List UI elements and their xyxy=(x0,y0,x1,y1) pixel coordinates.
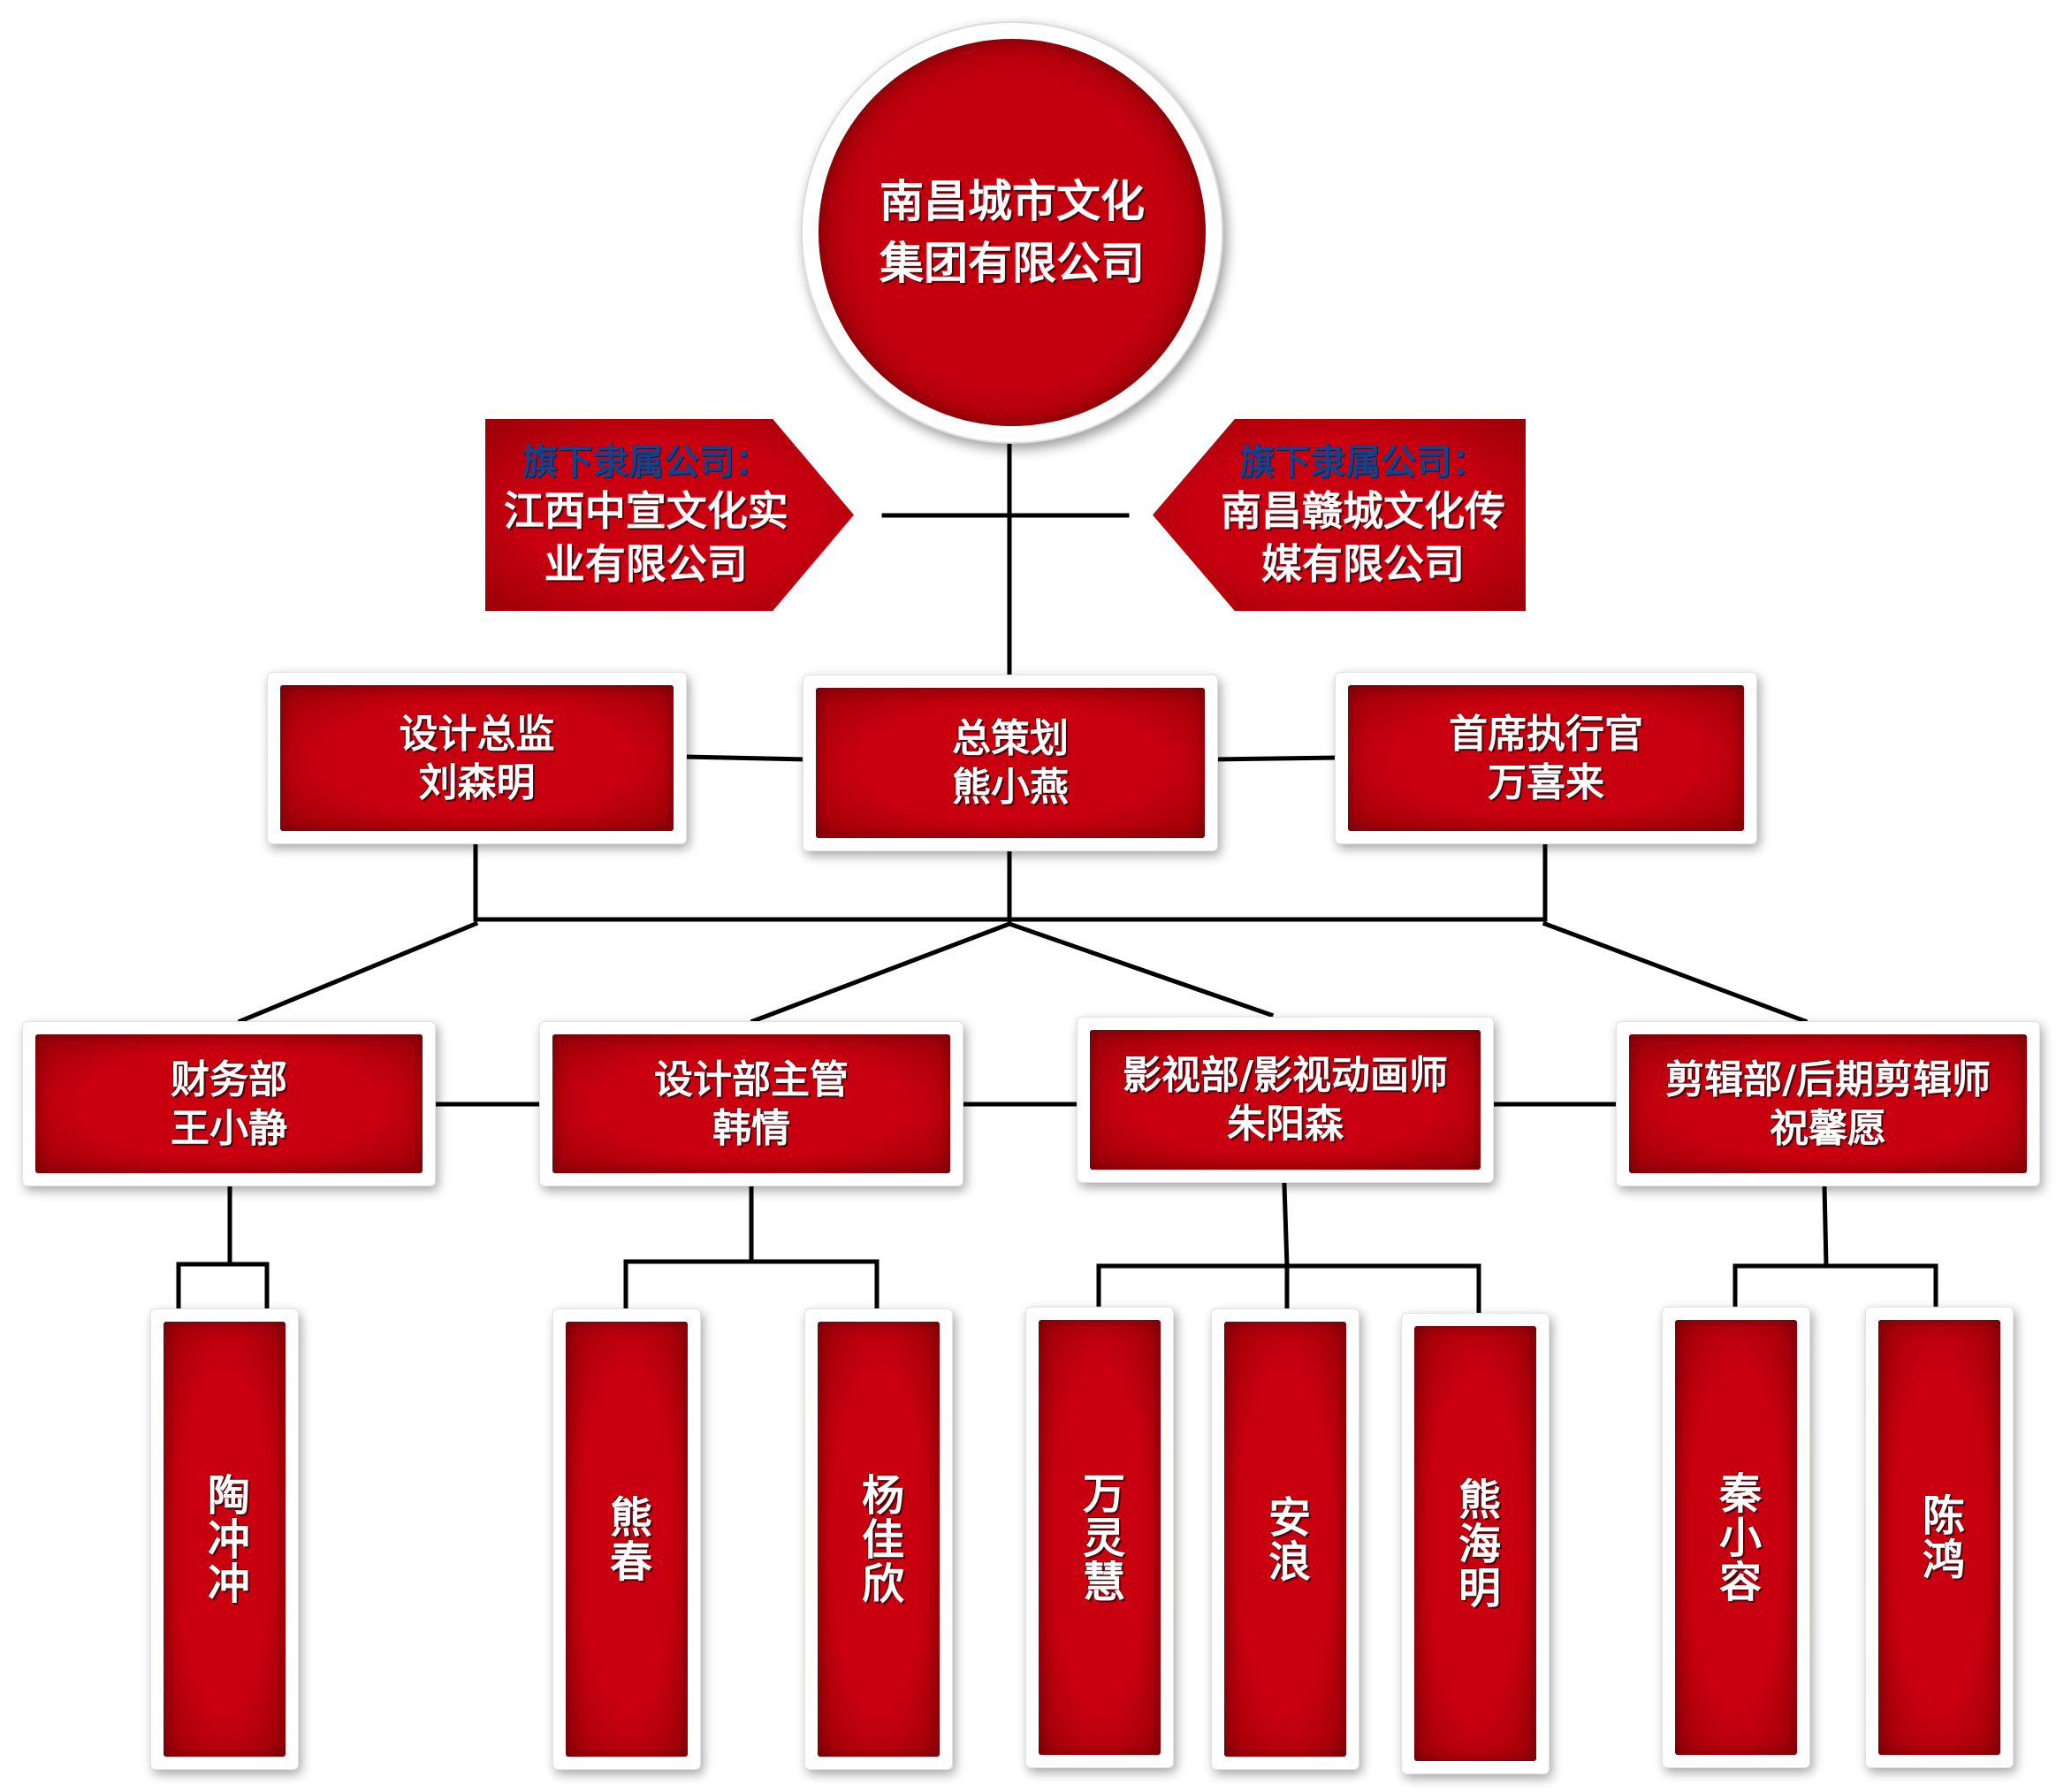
member-node: 杨佳欣 xyxy=(804,1308,953,1770)
subsidiary-right-line-1: 南昌赣城文化传 xyxy=(1221,486,1505,535)
connector-design-director xyxy=(682,754,807,762)
department-node-film: 影视部/影视动画师 朱阳森 xyxy=(1077,1017,1494,1183)
member-node: 陶冲冲 xyxy=(150,1308,299,1770)
ceo-node: 首席执行官 万喜来 xyxy=(1335,672,1757,844)
root-company-node: 南昌城市文化 集团有限公司 xyxy=(801,21,1223,444)
member-node: 秦小容 xyxy=(1662,1307,1810,1768)
subsidiary-left-node: 旗下隶属公司： 江西中宣文化实 业有限公司 xyxy=(473,407,866,623)
department-title: 财务部 xyxy=(171,1056,287,1102)
department-title: 设计部主管 xyxy=(654,1056,849,1102)
member-name: 陈鸿 xyxy=(1915,1493,1964,1582)
member-name: 熊春 xyxy=(602,1495,651,1583)
department-title: 影视部/影视动画师 xyxy=(1122,1053,1449,1098)
chief-planner-title: 总策划 xyxy=(952,716,1069,761)
department-head-name: 王小静 xyxy=(171,1105,287,1151)
chief-planner-node: 总策划 熊小燕 xyxy=(803,675,1218,851)
member-node: 万灵慧 xyxy=(1025,1307,1174,1768)
department-title: 剪辑部/后期剪辑师 xyxy=(1664,1056,1991,1102)
connector-to-editing xyxy=(1542,920,1809,1025)
subsidiary-left-caption: 旗下隶属公司： xyxy=(522,441,770,483)
member-node: 安浪 xyxy=(1211,1308,1359,1770)
department-node-editing: 剪辑部/后期剪辑师 祝馨愿 xyxy=(1616,1021,2040,1186)
department-head-name: 韩情 xyxy=(712,1105,790,1151)
subsidiary-right-caption: 旗下隶属公司： xyxy=(1239,441,1487,483)
subsidiary-right-node: 旗下隶属公司： 南昌赣城文化传 媒有限公司 xyxy=(1140,407,1538,623)
member-node: 陈鸿 xyxy=(1865,1307,2014,1768)
department-node-design: 设计部主管 韩情 xyxy=(539,1021,963,1186)
department-head-name: 祝馨愿 xyxy=(1770,1105,1886,1151)
member-name: 万灵慧 xyxy=(1075,1471,1124,1604)
connector-to-film xyxy=(1006,920,1275,1018)
member-name: 陶冲冲 xyxy=(200,1473,249,1605)
department-head-name: 朱阳森 xyxy=(1227,1102,1344,1147)
member-name: 熊海明 xyxy=(1451,1477,1500,1610)
subsidiary-right-line-2: 媒有限公司 xyxy=(1261,539,1465,588)
member-name: 秦小容 xyxy=(1711,1471,1761,1604)
subsidiary-left-line-1: 江西中宣文化实 xyxy=(503,486,788,535)
member-name: 安浪 xyxy=(1260,1495,1310,1583)
connector-to-finance xyxy=(237,920,479,1025)
ceo-name: 万喜来 xyxy=(1488,759,1604,805)
member-node: 熊海明 xyxy=(1401,1313,1550,1774)
ceo-title: 首席执行官 xyxy=(1449,711,1643,757)
chief-planner-name: 熊小燕 xyxy=(952,765,1069,810)
connector-ceo xyxy=(1212,755,1339,762)
department-node-finance: 财务部 王小静 xyxy=(22,1021,436,1186)
root-line-2: 集团有限公司 xyxy=(880,238,1145,289)
design-director-name: 刘森明 xyxy=(418,759,536,805)
member-name: 杨佳欣 xyxy=(854,1473,903,1605)
design-director-node: 设计总监 刘森明 xyxy=(267,672,687,844)
member-node: 熊春 xyxy=(552,1308,701,1770)
root-line-1: 南昌城市文化 xyxy=(880,176,1145,227)
design-director-title: 设计总监 xyxy=(399,711,555,757)
connector-to-design xyxy=(750,920,1013,1025)
subsidiary-left-line-2: 业有限公司 xyxy=(544,539,748,588)
